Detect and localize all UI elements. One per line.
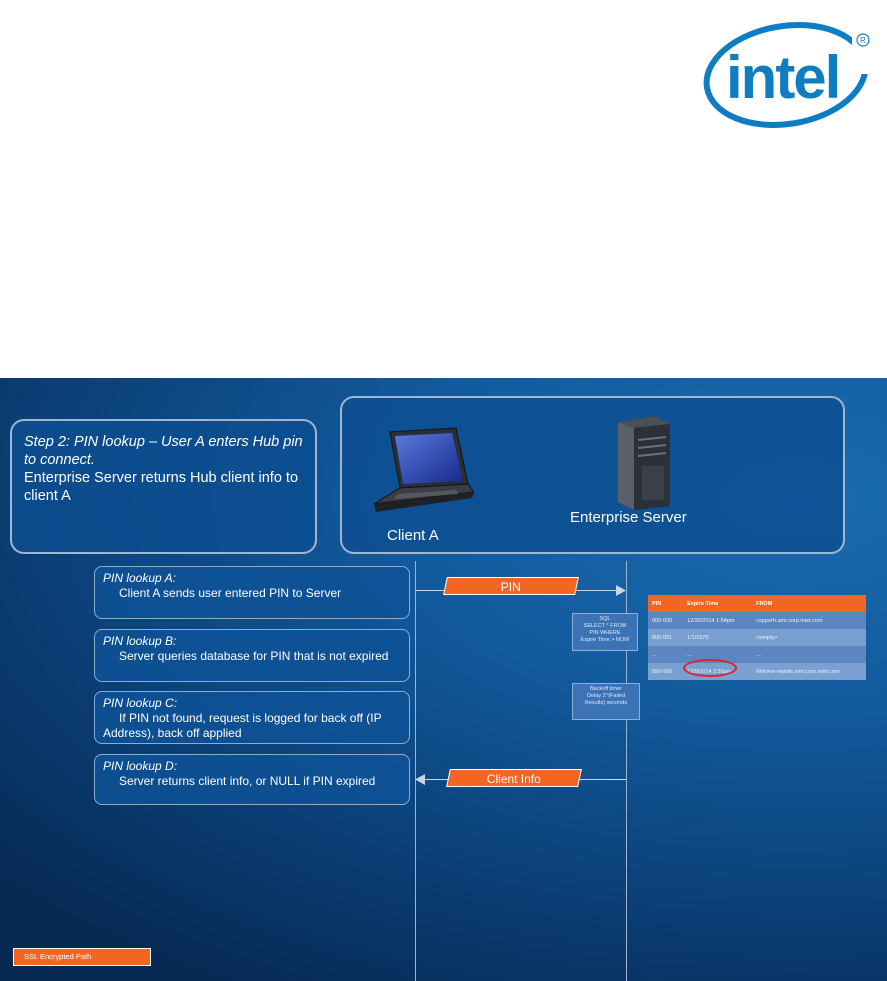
pin-lookup-b-body: Server queries database for PIN that is …: [119, 649, 389, 663]
table-cell: <empty>: [752, 629, 866, 646]
table-row: 000-001 1/1/1970 <empty>: [648, 629, 866, 646]
pin-arrow-head: [616, 585, 626, 596]
client-info-message-tag: Client Info: [446, 769, 582, 787]
pin-lookup-a-body: Client A sends user entered PIN to Serve…: [119, 586, 342, 600]
table-cell: 1/1/1970: [683, 629, 753, 646]
table-row: ... ... ...: [648, 646, 866, 663]
table-header-from: FROM: [752, 595, 866, 612]
table-cell: 999-999: [648, 663, 684, 680]
sql-note-line: PIN WHERE: [589, 630, 621, 636]
step-description-box: Step 2: PIN lookup – User A enters Hub p…: [10, 419, 317, 554]
pin-lookup-d-body: Server returns client info, or NULL if P…: [119, 774, 376, 788]
table-cell: 000-000: [648, 612, 684, 629]
table-cell: 12/30/2014 1:54pm: [683, 612, 753, 629]
table-header-pin: PIN: [648, 595, 684, 612]
step-title: Step 2: PIN lookup: [24, 434, 145, 450]
pin-database-table: PIN Expire Time FROM 000-000 12/30/2014 …: [648, 595, 866, 680]
client-a-label: Client A: [387, 527, 439, 544]
pin-lookup-d: PIN lookup D: Server returns client info…: [94, 754, 410, 805]
table-header-expire: Expire Time: [683, 595, 753, 612]
svg-text:R: R: [860, 36, 866, 45]
pin-lookup-d-title: PIN lookup D:: [103, 759, 178, 773]
step-detail: Enterprise Server returns Hub client inf…: [24, 470, 299, 504]
intel-logo-text: intel: [726, 44, 839, 111]
client-info-arrow-head: [415, 774, 425, 785]
pin-message-tag: PIN: [443, 577, 579, 595]
expire-time-highlight: [683, 659, 737, 677]
diagram-slide: Step 2: PIN lookup – User A enters Hub p…: [0, 378, 887, 981]
pin-lookup-b: PIN lookup B: Server queries database fo…: [94, 629, 410, 682]
sql-note-line: SQL: [599, 616, 611, 622]
backoff-note-line: Delay 2^(Failed: [586, 693, 626, 699]
table-cell: ...: [648, 646, 684, 663]
pin-lookup-a: PIN lookup A: Client A sends user entere…: [94, 566, 410, 619]
sql-query-note: SQL SELECT * FROM PIN WHERE Expire Time …: [572, 613, 638, 651]
step-subtitle: User A enters Hub pin to connect.: [24, 434, 303, 468]
table-header-row: PIN Expire Time FROM: [648, 595, 866, 612]
intel-logo: intel R: [703, 22, 872, 128]
table-cell: 000-001: [648, 629, 684, 646]
pin-lookup-b-title: PIN lookup B:: [103, 634, 177, 648]
pin-lookup-c: PIN lookup C: If PIN not found, request …: [94, 691, 410, 744]
pin-lookup-c-body: If PIN not found, request is logged for …: [103, 711, 382, 740]
sql-note-line: SELECT * FROM: [583, 623, 627, 629]
client-lifeline: [415, 561, 416, 981]
pin-lookup-a-title: PIN lookup A:: [103, 571, 176, 585]
backoff-note-line: Results) seconds: [584, 700, 628, 706]
pin-lookup-c-title: PIN lookup C:: [103, 696, 178, 710]
sql-note-line: Expire Time > NOW: [580, 637, 630, 643]
pin-message-label: PIN: [500, 580, 521, 594]
actors-box: [340, 396, 845, 554]
backoff-timer-note: Backoff timer Delay 2^(Failed Results) s…: [572, 683, 640, 720]
step-dash: –: [144, 434, 162, 450]
server-lifeline: [626, 561, 627, 981]
ssl-encrypted-path-legend: SSL Encrypted Path: [13, 948, 151, 966]
table-row: 999-999 12/9/2014 2:56pm Rkfome-mobile.a…: [648, 663, 866, 680]
table-cell: Rkfome-mobile.amr.corp.intel.com: [752, 663, 866, 680]
table-row: 000-000 12/30/2014 1:54pm copperh.amr.co…: [648, 612, 866, 629]
enterprise-server-label: Enterprise Server: [570, 509, 687, 526]
laptop-icon: [373, 427, 475, 512]
server-icon: [618, 416, 670, 510]
table-cell: copperh.amr.corp.intel.com: [752, 612, 866, 629]
client-info-message-label: Client Info: [486, 772, 541, 786]
backoff-note-line: Backoff timer: [590, 686, 622, 692]
table-cell: ...: [752, 646, 866, 663]
